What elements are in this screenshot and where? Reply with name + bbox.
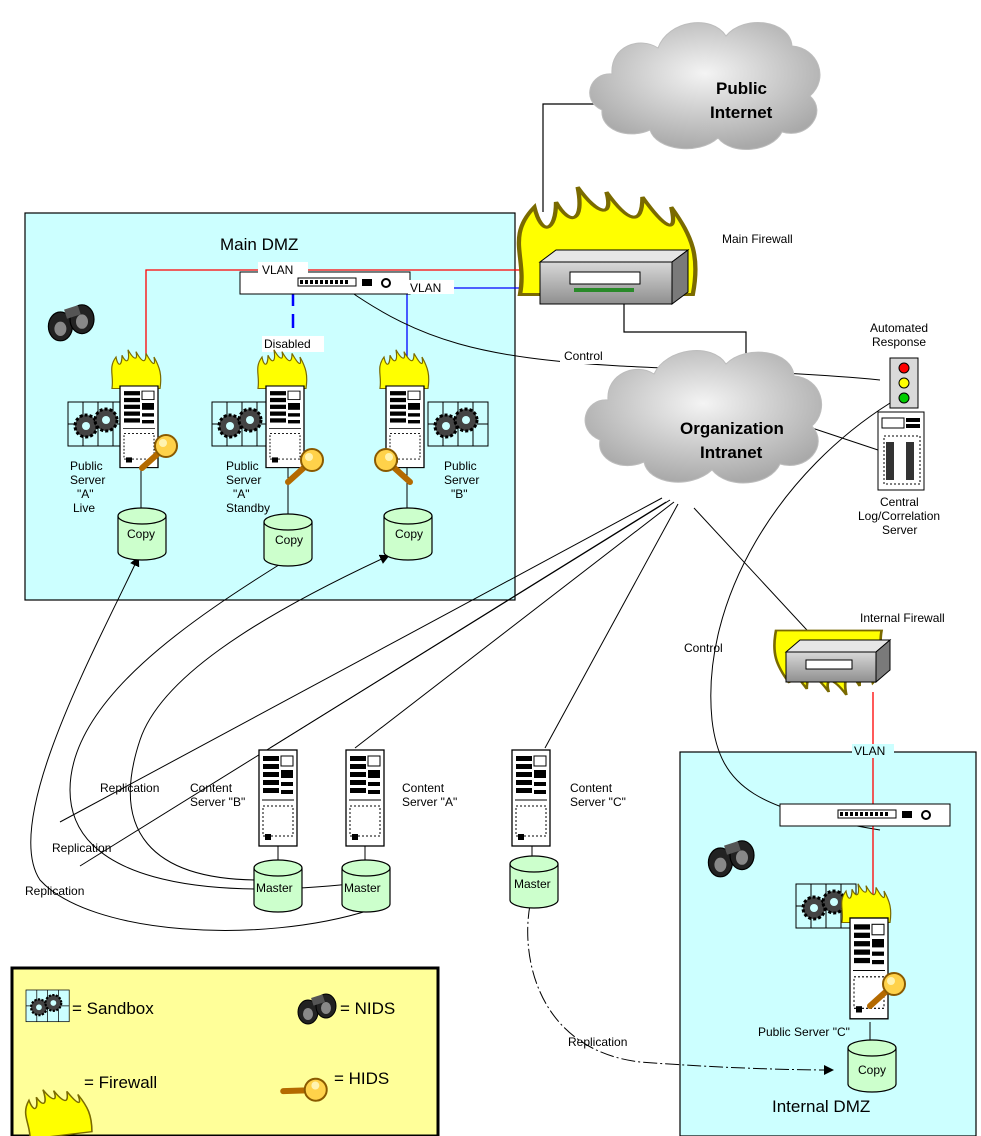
public-server-c: Public Server "C": [758, 882, 905, 1039]
firewall-to-intranet-link: [623, 302, 747, 360]
public-internet-label-1: Public: [716, 79, 767, 98]
legend: = Sandbox = NIDS = Firewall = HIDS: [10, 966, 440, 1136]
copy-label: Copy: [395, 527, 423, 541]
content-b-label-2: Server "B": [190, 795, 245, 809]
replication-curve-2: [69, 556, 351, 890]
content-a-label-1: Content: [402, 781, 445, 795]
server-a-live-label-4: Live: [73, 501, 95, 515]
disabled-label: Disabled: [264, 337, 311, 351]
public-server-a-live: Public Server "A" Live: [66, 349, 177, 515]
copy-cylinder-b: Copy: [383, 507, 433, 561]
content-c-label-2: Server "C": [570, 795, 626, 809]
replication-label-2: Replication: [52, 841, 111, 855]
vlan-red-link: [145, 269, 530, 368]
internal-firewall-label: Internal Firewall: [860, 611, 945, 625]
organization-intranet-cloud: Organization Intranet: [584, 350, 823, 484]
control-link-internal: [710, 399, 896, 831]
intranet-to-copy-b: [79, 501, 667, 867]
server-a-standby-label-1: Public: [226, 459, 259, 473]
copy-label: Copy: [275, 533, 303, 547]
main-firewall: Main Firewall: [519, 187, 793, 305]
server-a-standby-label-3: "A": [233, 487, 250, 501]
master-label: Master: [256, 881, 293, 895]
internal-firewall: Internal Firewall: [773, 611, 945, 697]
replication-label-3: Replication: [25, 884, 84, 898]
central-log-label-3: Server: [882, 523, 917, 537]
server-a-standby-label-4: Standby: [226, 501, 270, 515]
automated-response-label-1: Automated: [870, 321, 928, 335]
server-a-live-label-1: Public: [70, 459, 103, 473]
content-server-a: Content Server "A": [345, 749, 457, 847]
public-internet-label-2: Internet: [710, 103, 773, 122]
central-log-label-2: Log/Correlation: [858, 509, 940, 523]
content-b-label-1: Content: [190, 781, 233, 795]
copy-label: Copy: [858, 1063, 886, 1077]
public-internet-cloud: Public Internet: [589, 22, 821, 150]
server-a-live-label-3: "A": [77, 487, 94, 501]
replication-label-c: Replication: [568, 1035, 627, 1049]
organization-intranet-label-1: Organization: [680, 419, 784, 438]
replication-curve-3: [30, 556, 371, 931]
intranet-to-internal-firewall-link: [693, 507, 819, 643]
legend-sandbox: = Sandbox: [72, 999, 154, 1018]
vlan-blue-label: VLAN: [410, 281, 441, 295]
public-server-a-standby: Public Server "A" Standby: [210, 349, 323, 515]
content-a-label-2: Server "A": [402, 795, 457, 809]
automated-response: Automated Response: [870, 321, 928, 409]
main-firewall-label: Main Firewall: [722, 232, 793, 246]
server-b-label-3: "B": [451, 487, 468, 501]
intranet-to-content-a: [354, 501, 675, 749]
central-log-server: Central Log/Correlation Server: [858, 411, 940, 537]
master-cylinder-c: Master: [509, 855, 559, 909]
server-a-standby-label-2: Server: [226, 473, 261, 487]
legend-nids: = NIDS: [340, 999, 395, 1018]
legend-hids: = HIDS: [334, 1069, 389, 1088]
master-cylinder-b: Master: [253, 859, 303, 913]
vlan-red-label: VLAN: [262, 263, 293, 277]
content-server-c: Content Server "C": [511, 749, 626, 847]
central-log-label-1: Central: [880, 495, 919, 509]
public-server-b: Public Server "B": [375, 349, 490, 501]
replication-label-1: Replication: [100, 781, 159, 795]
copy-cylinder-c: Copy: [847, 1039, 897, 1093]
replication-curve-c: [527, 904, 834, 1075]
server-c-label: Public Server "C": [758, 1025, 850, 1039]
copy-cylinder-a-standby: Copy: [263, 513, 313, 567]
internal-dmz-switch: [779, 803, 951, 827]
copy-label: Copy: [127, 527, 155, 541]
main-dmz-label: Main DMZ: [220, 235, 298, 254]
master-cylinder-a: Master: [341, 859, 391, 913]
content-c-label-1: Content: [570, 781, 613, 795]
master-label: Master: [514, 877, 551, 891]
control-link-main: [347, 289, 881, 381]
copy-cylinder-a-live: Copy: [117, 507, 167, 561]
server-b-label-1: Public: [444, 459, 477, 473]
intranet-to-content-c: [544, 503, 679, 749]
server-a-live-label-2: Server: [70, 473, 105, 487]
server-b-label-2: Server: [444, 473, 479, 487]
content-server-b: Content Server "B": [190, 749, 298, 847]
legend-firewall: = Firewall: [84, 1073, 157, 1092]
internal-dmz-label: Internal DMZ: [772, 1097, 870, 1116]
automated-response-label-2: Response: [872, 335, 926, 349]
replication-curve-1: [129, 554, 390, 881]
legend-sandbox-icon: [24, 988, 71, 1023]
intranet-to-copy-a: [59, 497, 663, 823]
control-label-internal: Control: [684, 641, 723, 655]
control-label-main: Control: [564, 349, 603, 363]
master-label: Master: [344, 881, 381, 895]
internet-to-firewall-link: [542, 103, 597, 212]
organization-intranet-label-2: Intranet: [700, 443, 763, 462]
internal-vlan-label: VLAN: [854, 744, 885, 758]
